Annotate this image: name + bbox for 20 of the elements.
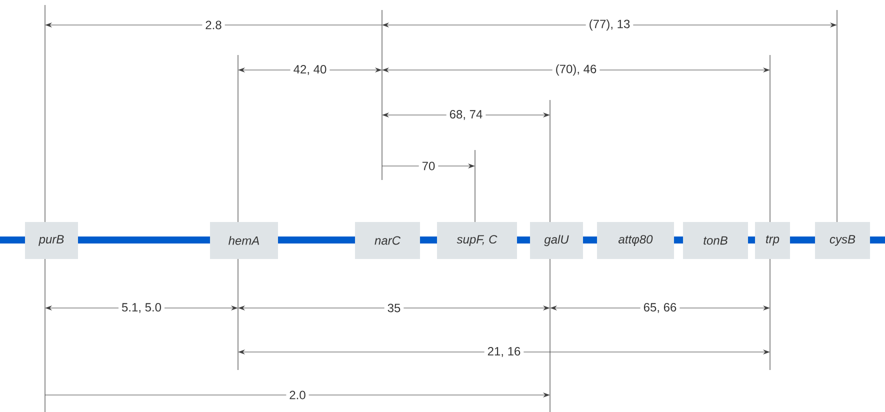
gene-box: trp (755, 222, 790, 259)
gene-box: supF, C (437, 222, 517, 259)
dimension-label: 42, 40 (290, 62, 330, 78)
gene-box: tonB (683, 222, 748, 259)
dimension-label: 2.0 (286, 388, 309, 402)
dimension-label: 5.1, 5.0 (118, 300, 165, 316)
gene-box: narC (355, 222, 420, 259)
dimension-label: 35 (384, 300, 404, 316)
gene-box: hemA (210, 222, 278, 259)
gene-box: attφ80 (597, 222, 674, 259)
dimension-label: 2.8 (202, 18, 225, 32)
dimension-label: 65, 66 (640, 300, 680, 316)
gene-box: purB (25, 222, 78, 259)
dimension-label: 70 (418, 158, 438, 174)
dimension-label: (70), 46 (552, 61, 600, 79)
gene-box: galU (530, 222, 583, 259)
dimension-label: 21, 16 (484, 344, 524, 360)
dimension-label: (77), 13 (586, 16, 634, 34)
gene-box: cysB (815, 222, 870, 259)
dimension-label: 68, 74 (446, 107, 486, 123)
